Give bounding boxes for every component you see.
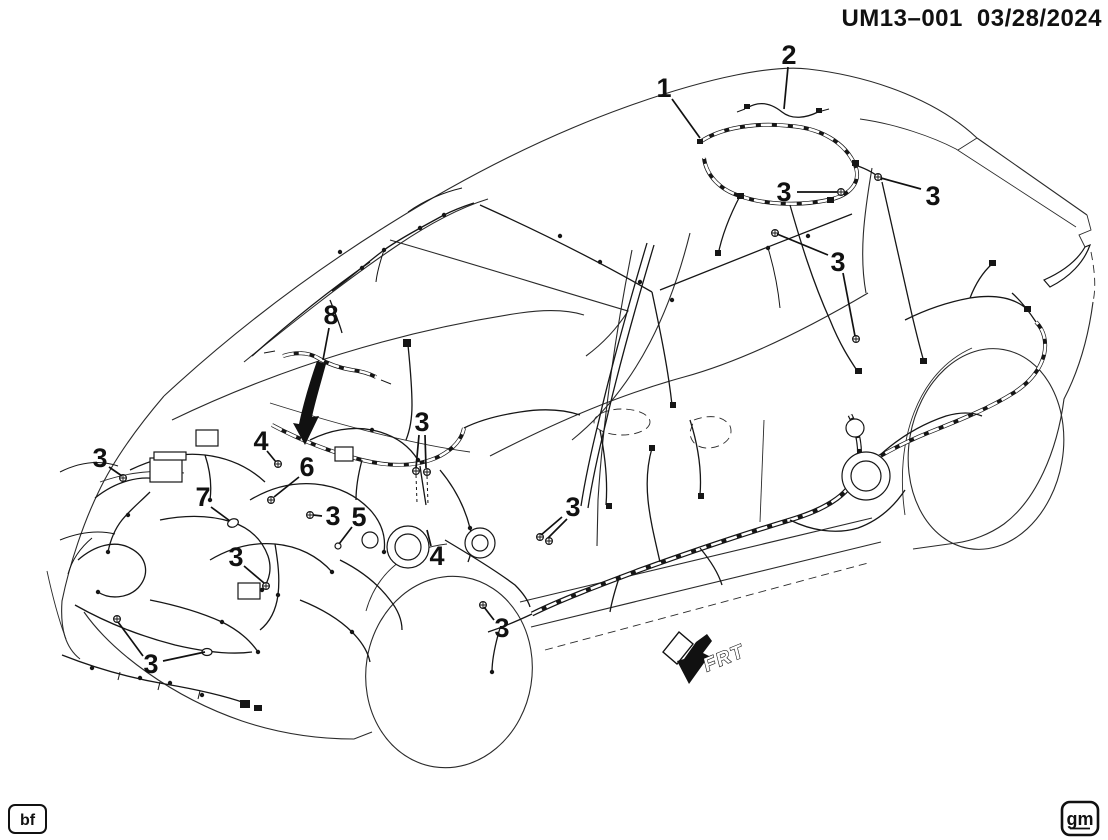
callout-number: 3: [776, 177, 791, 207]
callout-3: 3: [414, 407, 430, 469]
callout-number: 3: [565, 492, 580, 522]
callout-number: 3: [494, 613, 509, 643]
item-8-pointer-arrow: [293, 361, 326, 445]
gm-logo: gm: [1060, 800, 1100, 837]
callout-leader-line: [312, 514, 323, 517]
callout-3: 3: [880, 177, 941, 211]
callout-4: 4: [253, 426, 277, 463]
callout-3: 3: [776, 233, 856, 337]
frt-label: FRT: [702, 640, 747, 677]
callout-8: 8: [322, 300, 339, 361]
callout-number: 1: [656, 73, 671, 103]
callout-2: 2: [781, 40, 797, 110]
callout-leader-line: [266, 450, 277, 463]
item-8-group: [263, 350, 392, 445]
callout-6: 6: [273, 452, 315, 498]
bf-stamp-label: bf: [20, 812, 36, 829]
callout-leader-line: [338, 526, 353, 545]
callout-number: 3: [925, 181, 940, 211]
callout-5: 5: [338, 502, 367, 545]
front-wheel: [365, 575, 533, 769]
callout-leader-line: [842, 272, 856, 337]
callout-leader-line: [273, 476, 300, 498]
callout-leader-line: [783, 66, 789, 110]
callout-number: 3: [143, 649, 158, 679]
callout-number: 6: [299, 452, 314, 482]
callout-number: 8: [323, 300, 338, 330]
callout-number: 4: [253, 426, 268, 456]
callout-4: 4: [426, 529, 445, 571]
frt-arrow-plate: [662, 630, 694, 666]
clip: [334, 542, 342, 550]
callout-3: 3: [312, 501, 341, 531]
rear-wheel: [907, 348, 1065, 550]
drawing-number: UM13–001: [841, 5, 962, 32]
bf-stamp: bf: [8, 804, 47, 834]
callout-leader-line: [322, 327, 330, 361]
harness-runs: [59, 102, 1048, 704]
callout-number: 3: [414, 407, 429, 437]
callout-3: 3: [92, 443, 123, 477]
rear-wheel-arch: [902, 347, 973, 516]
frt-direction-indicator: FRT: [662, 630, 748, 684]
callout-number: 3: [228, 542, 243, 572]
callout-leader-line: [880, 177, 922, 190]
frt-arrow-icon: [677, 634, 712, 684]
wheels: [365, 347, 1065, 769]
fastener-bolts: [112, 173, 883, 657]
callout-3: 3: [776, 177, 837, 207]
callout-3: 3: [540, 492, 581, 539]
connector-marks: [89, 104, 1031, 711]
callout-number: 4: [429, 541, 444, 571]
grommet: [227, 518, 239, 528]
callout-leader-line: [547, 518, 568, 539]
callout-leader-line: [540, 516, 563, 536]
callout-leader-line: [426, 529, 432, 547]
callout-3: 3: [483, 606, 510, 643]
callout-number: 3: [325, 501, 340, 531]
callout-leader-line: [776, 233, 829, 256]
gm-logo-label: gm: [1067, 809, 1094, 829]
callout-number: 3: [830, 247, 845, 277]
callout-leader-line: [162, 651, 206, 662]
vehicle-outline: [46, 67, 1096, 740]
callout-leader-line: [210, 506, 231, 522]
callout-leader-line: [243, 565, 265, 584]
callout-leader-line: [108, 466, 123, 477]
callout-leader-line: [424, 434, 427, 469]
callout-leader-line: [415, 434, 420, 469]
item-8-wire-inner: [282, 351, 377, 379]
drawing-title: UM13–001 03/28/2024: [841, 5, 1102, 32]
callout-3: 3: [117, 621, 206, 679]
item-2-wire: [746, 102, 819, 118]
callout-3: 3: [228, 542, 265, 584]
callout-number: 5: [351, 502, 366, 532]
callout-number: 3: [92, 443, 107, 473]
callout-leader-line: [483, 606, 495, 621]
callout-number: 2: [781, 40, 796, 70]
callout-leader-line: [117, 621, 144, 657]
callout-1: 1: [656, 73, 701, 139]
callout-leader-line: [671, 98, 701, 139]
callout-number: 7: [195, 482, 210, 512]
callout-7: 7: [195, 482, 231, 522]
drawing-date: 03/28/2024: [977, 5, 1102, 32]
